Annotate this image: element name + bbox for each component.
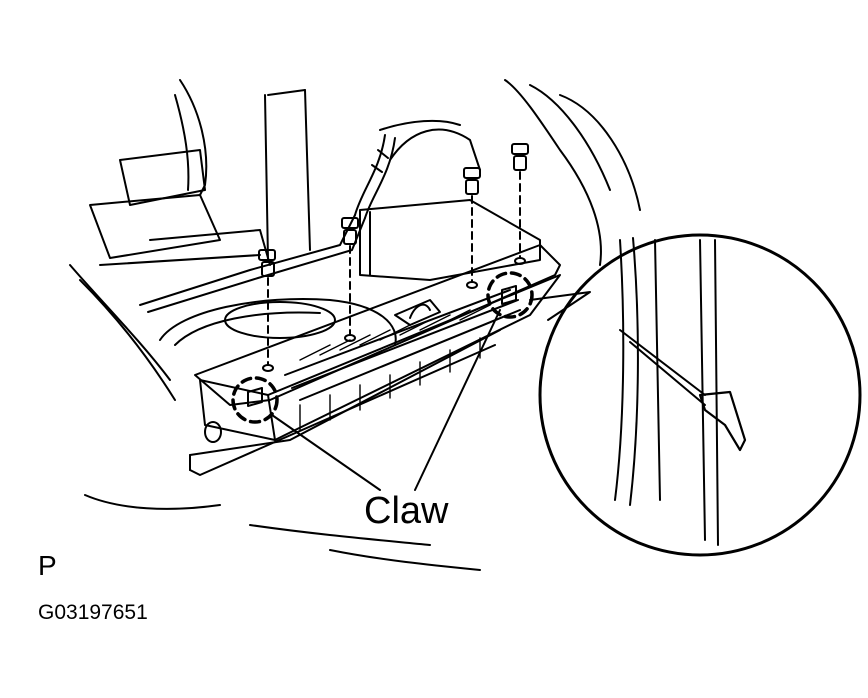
claw-circle-left bbox=[231, 376, 279, 424]
figure-code: G03197651 bbox=[38, 601, 148, 624]
trunk-box bbox=[149, 199, 541, 281]
claw-highlight-circles bbox=[231, 271, 534, 424]
claw-label: Claw bbox=[364, 490, 449, 532]
spare-tire-well bbox=[159, 298, 397, 346]
claw-leader-lines bbox=[271, 309, 501, 491]
clip-3 bbox=[463, 167, 481, 289]
view-letter: P bbox=[38, 550, 57, 581]
scuff-plate-panel bbox=[189, 244, 561, 476]
clip-4 bbox=[511, 143, 529, 265]
claw-detail-magnifier bbox=[529, 233, 862, 557]
claw-circle-right bbox=[486, 271, 534, 319]
clip-fasteners bbox=[258, 143, 529, 372]
vehicle-body-outline bbox=[69, 79, 641, 571]
clip-1 bbox=[258, 249, 276, 372]
clip-2 bbox=[341, 217, 359, 342]
